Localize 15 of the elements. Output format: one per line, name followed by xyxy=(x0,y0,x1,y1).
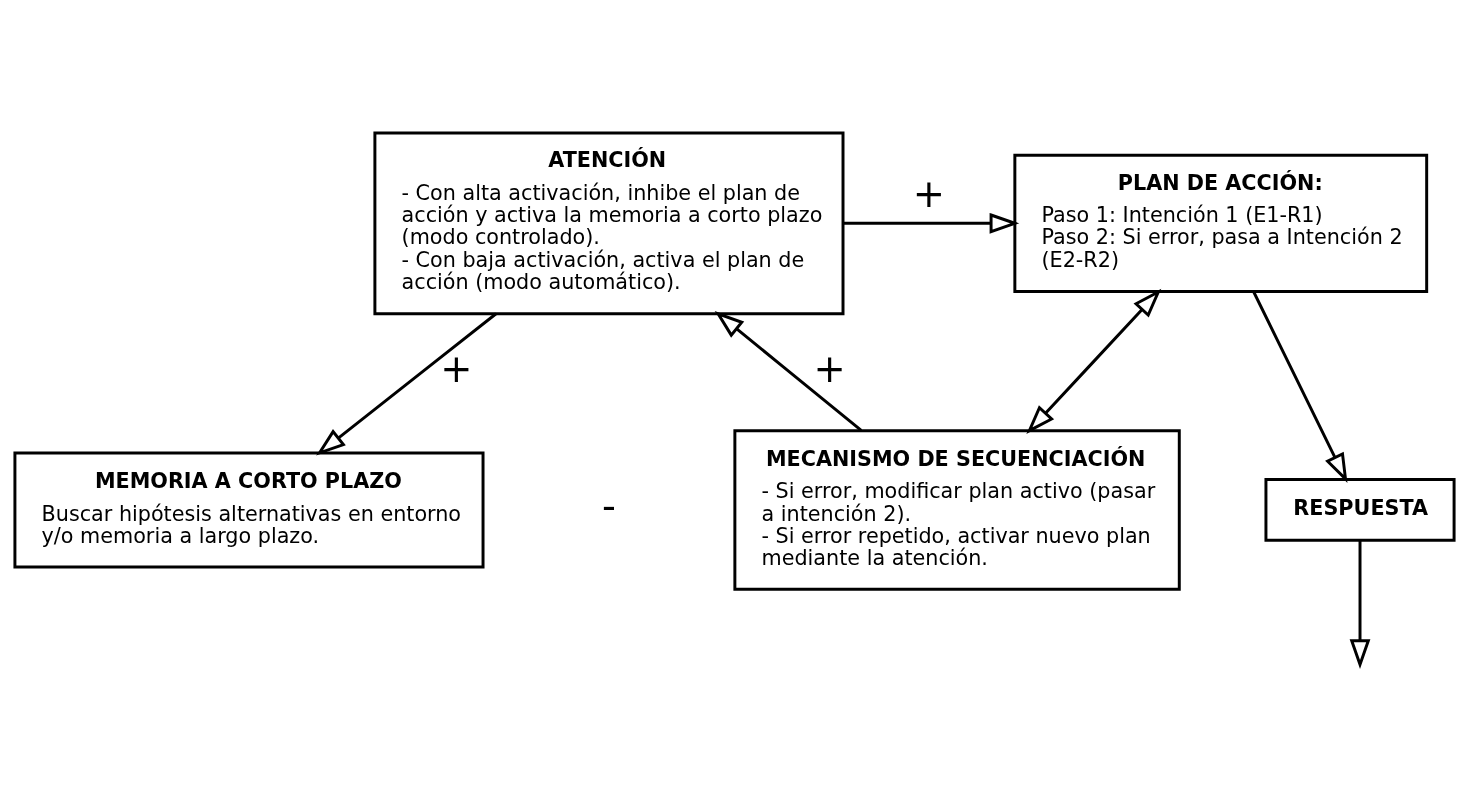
node-box: ATENCIÓN - Con alta activación, inhibe el plan de acción y activa la memoria a corto plazo (modo controlado). - Con baja activación, activa el plan de acción (modo automático). xyxy=(373,131,845,316)
arrow xyxy=(714,310,863,432)
arrow xyxy=(1349,540,1371,669)
arrow xyxy=(316,312,497,456)
arrow xyxy=(843,212,1020,234)
edge-label: + xyxy=(440,345,473,391)
node-box: MECANISMO DE SECUENCIACIÓN - Si error, modificar plan activo (pasar a intención 2). - Si error repetido, activar nuevo plan mediante la atención. xyxy=(733,429,1181,591)
node-box: MEMORIA A CORTO PLAZO Buscar hipótesis alternativas en entorno y/o memoria a largo plazo. xyxy=(13,451,485,569)
arrow xyxy=(1026,288,1162,434)
arrow xyxy=(1252,291,1348,483)
node-box: PLAN DE ACCIÓN: Paso 1: Intención 1 (E1-R1) Paso 2: Si error, pasa a Intención 2 (E2-R2) xyxy=(1013,153,1429,293)
node-box: RESPUESTA xyxy=(1264,478,1456,542)
edge-label: + xyxy=(912,170,946,216)
edge-label: + xyxy=(813,345,846,391)
label: - xyxy=(602,483,616,529)
